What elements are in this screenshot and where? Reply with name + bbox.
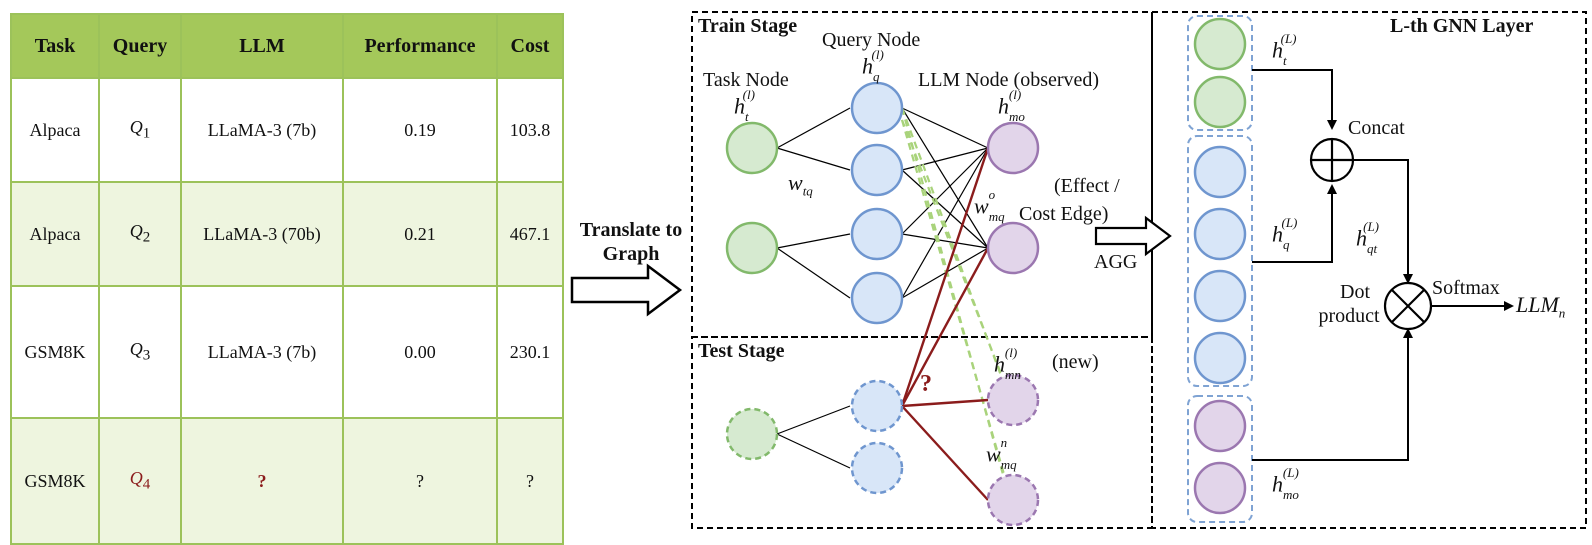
task-node: [725, 221, 779, 275]
cell-task: Alpaca: [10, 181, 100, 287]
concat-label: Concat: [1348, 117, 1405, 139]
table-row: Alpaca Q2 LLaMA-3 (70b) 0.21 467.1: [10, 181, 564, 287]
query-node-test: [850, 441, 904, 495]
query-node-test: [850, 379, 904, 433]
hqt-flow: [1352, 159, 1413, 284]
hmo-l-label: hmo(l): [998, 87, 1025, 124]
query-node: [850, 81, 904, 135]
task-embedding-group: [1187, 15, 1253, 131]
cell-llm: ?: [180, 417, 344, 545]
ht-flow: [1252, 69, 1337, 130]
gnn-layer-title: L-th GNN Layer: [1390, 15, 1534, 37]
header-task: Task: [10, 13, 100, 79]
cell-task: GSM8K: [10, 285, 100, 419]
header-llm: LLM: [180, 13, 344, 79]
task-node-test: [725, 407, 779, 461]
gnn-layer-box: [1151, 11, 1587, 529]
concat-operator: [1309, 137, 1355, 183]
table-header-row: Task Query LLM Performance Cost: [10, 13, 564, 79]
graph-diagram: [570, 11, 1587, 529]
cell-llm: LLaMA-3 (70b): [180, 181, 344, 287]
query-embedding-group: [1187, 135, 1253, 387]
hmo-flow: [1252, 328, 1413, 461]
cell-llm: LLaMA-3 (7b): [180, 285, 344, 419]
dot-product-label: Dot product: [1318, 281, 1380, 327]
edge-type-label: (Effect /: [1054, 175, 1120, 197]
data-table: Task Query LLM Performance Cost Alpaca Q…: [10, 13, 564, 545]
test-query-red-edges: [900, 147, 990, 501]
wmq-o-label: wmqo: [974, 187, 1005, 224]
cell-performance: 0.19: [342, 77, 498, 183]
edge-type-label-line2: Cost Edge): [1019, 203, 1109, 225]
hq-flow: [1252, 184, 1337, 263]
hmo-L-label: hmo(L): [1272, 465, 1299, 502]
ht-l-label: ht(l): [734, 87, 755, 124]
dot-product-operator: [1383, 281, 1433, 331]
translate-to-graph-label: Translate to Graph: [579, 219, 683, 265]
new-llm-dashed-edges: [900, 107, 1014, 503]
cell-task: GSM8K: [10, 417, 100, 545]
output-llm-label: LLMn: [1516, 292, 1566, 321]
query-node: [850, 207, 904, 261]
gnn-llm-node: [1193, 461, 1247, 515]
gnn-query-node: [1193, 269, 1247, 323]
translate-arrow: [570, 263, 683, 317]
query-node: [850, 271, 904, 325]
cell-cost: 230.1: [496, 285, 564, 419]
cell-performance: 0.21: [342, 181, 498, 287]
header-performance: Performance: [342, 13, 498, 79]
wtq-label: wtq: [788, 170, 813, 199]
test-stage-box: [691, 336, 1153, 529]
agg-arrow: [1094, 215, 1172, 257]
agg-label: AGG: [1094, 251, 1138, 273]
cell-performance: ?: [342, 417, 498, 545]
train-stage-title: Train Stage: [698, 15, 798, 37]
gnn-query-node: [1193, 145, 1247, 199]
cell-llm: LLaMA-3 (7b): [180, 77, 344, 183]
llm-node-new: [986, 373, 1040, 427]
query-node-label: Query Node: [822, 29, 921, 51]
hq-l-label: hq(l): [862, 47, 884, 84]
ht-L-label: ht(L): [1272, 31, 1297, 68]
softmax-label: Softmax: [1432, 277, 1500, 299]
cell-cost: ?: [496, 417, 564, 545]
query-node: [850, 143, 904, 197]
gnn-task-node: [1193, 75, 1247, 129]
hmn-l-label: hmn(l): [994, 345, 1021, 382]
header-cost: Cost: [496, 13, 564, 79]
table-row: GSM8K Q4 ? ? ?: [10, 417, 564, 545]
cell-query: Q4: [98, 417, 182, 545]
gnn-task-node: [1193, 17, 1247, 71]
cell-query: Q3: [98, 285, 182, 419]
llm-node-observed: [986, 121, 1040, 175]
llm-node-new: [986, 473, 1040, 527]
cell-query: Q2: [98, 181, 182, 287]
cell-performance: 0.00: [342, 285, 498, 419]
cell-cost: 103.8: [496, 77, 564, 183]
llm-node-label: LLM Node (observed): [918, 69, 1100, 91]
gnn-query-node: [1193, 331, 1247, 385]
test-stage-title: Test Stage: [698, 340, 785, 362]
hq-L-label: hq(L): [1272, 215, 1298, 252]
llm-node-observed: [986, 221, 1040, 275]
hqt-L-label: hqt(L): [1356, 219, 1380, 256]
cell-query: Q1: [98, 77, 182, 183]
cell-task: Alpaca: [10, 77, 100, 183]
unknown-edge-mark: ?: [920, 371, 932, 397]
table-row: Alpaca Q1 LLaMA-3 (7b) 0.19 103.8: [10, 77, 564, 183]
new-label: (new): [1052, 351, 1099, 373]
task-node: [725, 121, 779, 175]
task-node-label: Task Node: [703, 69, 789, 91]
table-row: GSM8K Q3 LLaMA-3 (7b) 0.00 230.1: [10, 285, 564, 419]
header-query: Query: [98, 13, 182, 79]
gnn-query-node: [1193, 207, 1247, 261]
cell-cost: 467.1: [496, 181, 564, 287]
gnn-llm-node: [1193, 399, 1247, 453]
wmq-n-label: wmqn: [986, 435, 1017, 472]
task-query-edges: [776, 107, 851, 469]
